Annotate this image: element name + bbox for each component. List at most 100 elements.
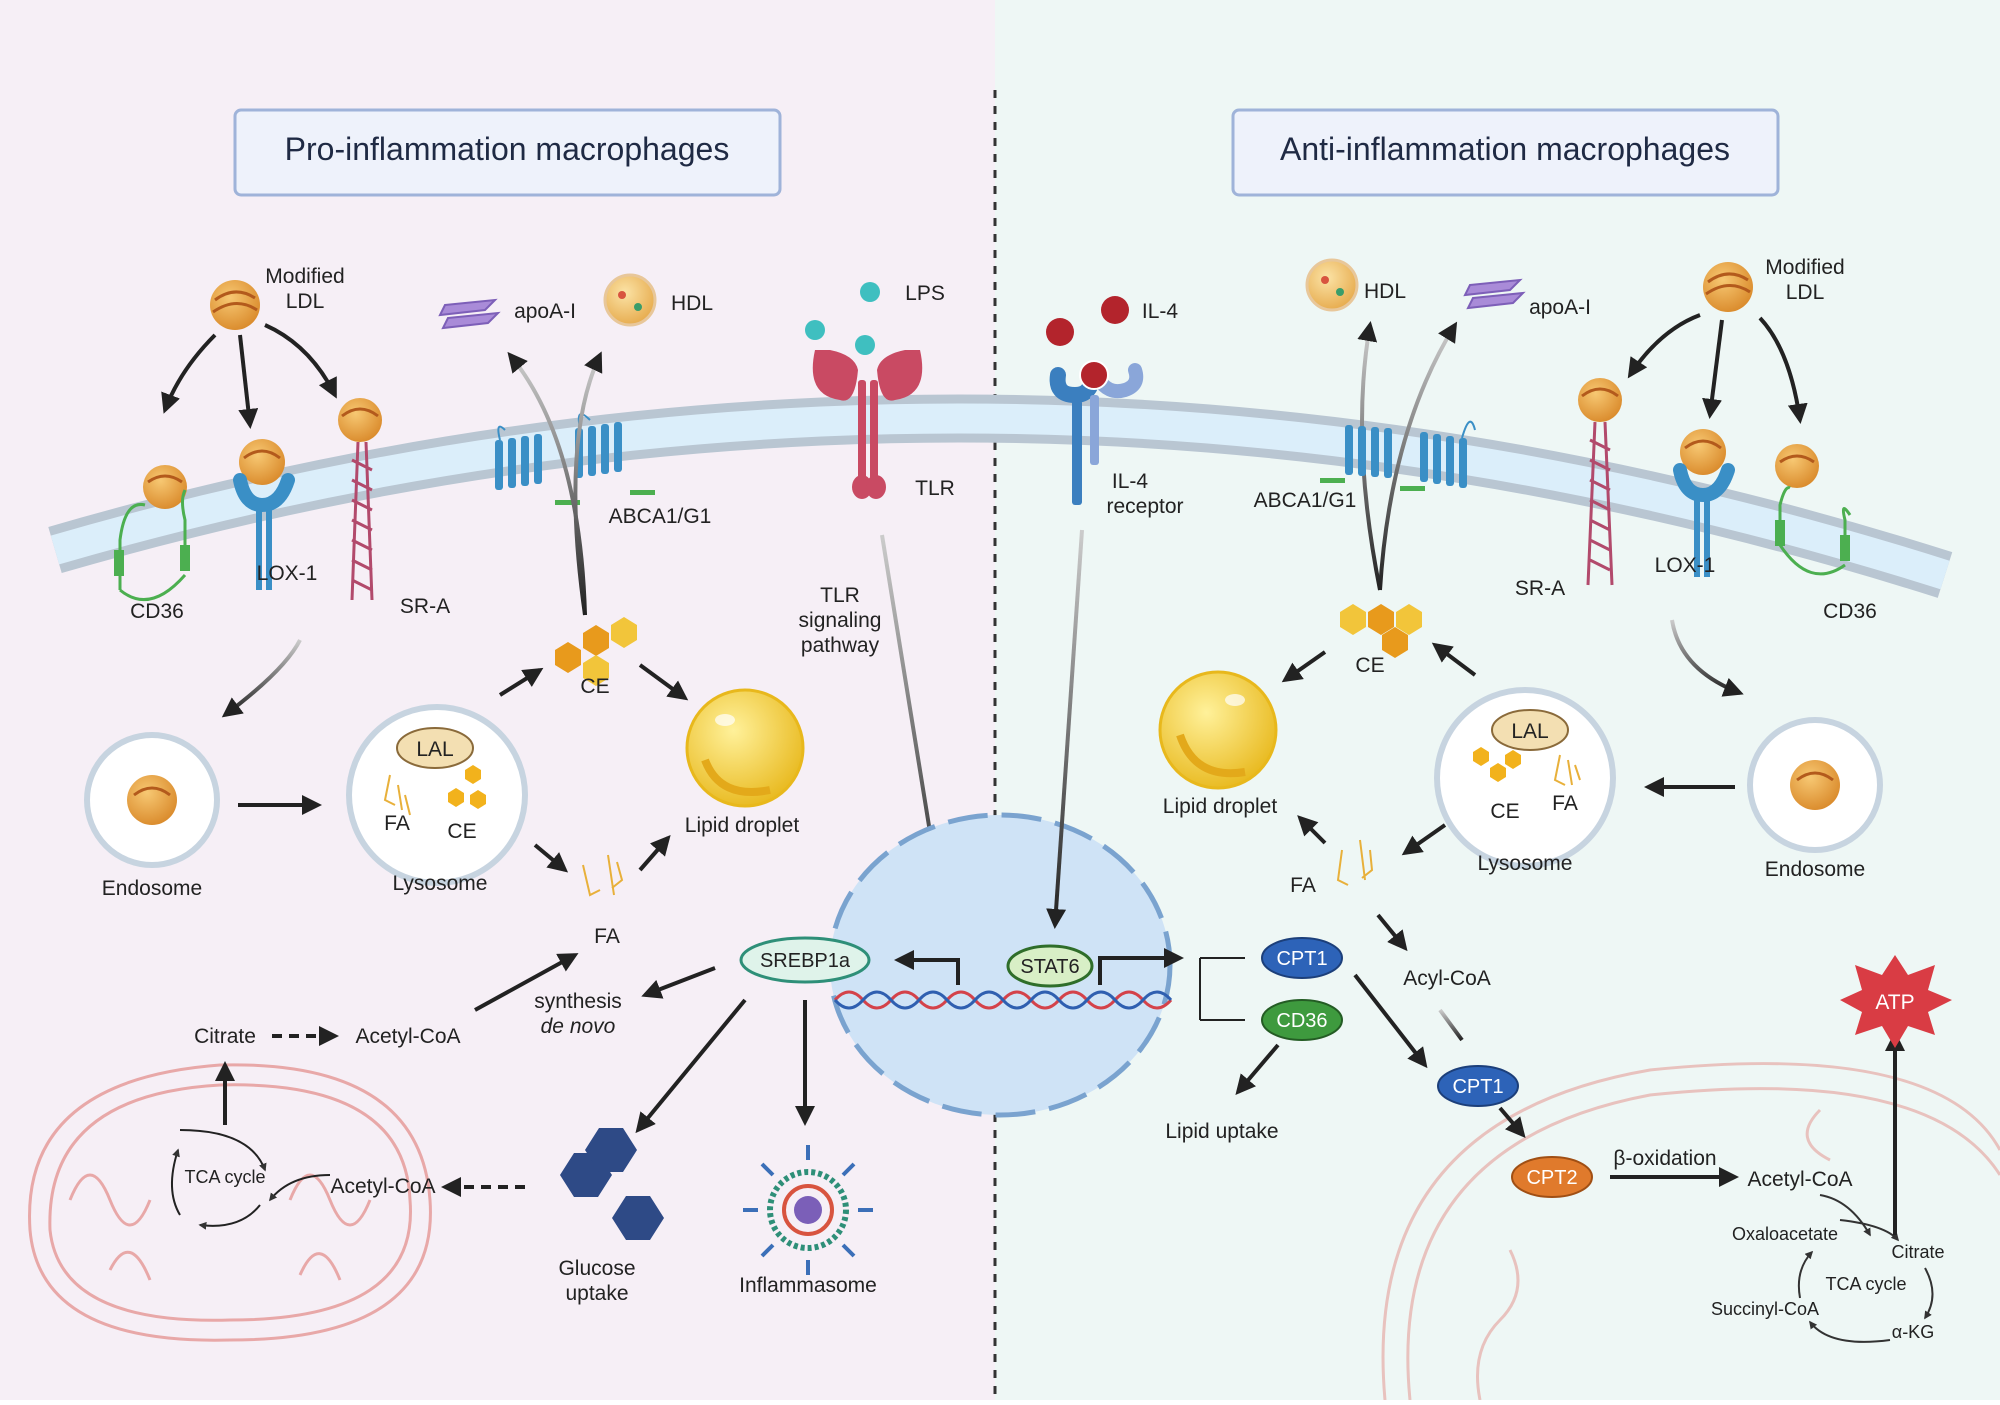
apoai-left-icon bbox=[438, 298, 501, 330]
sra-receptor-right-icon bbox=[1578, 378, 1622, 586]
mitochondrion-left-icon bbox=[28, 1063, 432, 1342]
arrow-acetylcoa-into-tca bbox=[268, 1174, 331, 1202]
lox1-receptor-right-icon bbox=[1673, 429, 1735, 577]
arrow-cpt1-to-cpt2 bbox=[1498, 1106, 1526, 1139]
endosome-right-label: Endosome bbox=[1765, 858, 1865, 881]
arrow-acylcoa-to-cpt1 bbox=[1438, 1008, 1464, 1042]
cpt1-pill-label: CPT1 bbox=[1276, 948, 1327, 970]
lipid-droplet-left-label: Lipid droplet bbox=[685, 814, 800, 837]
arrow-cpt1-to-mito-cpt1 bbox=[1353, 973, 1428, 1069]
cpt1-pill bbox=[1261, 937, 1343, 979]
arrow-receptor-to-endosome-right bbox=[1670, 619, 1744, 697]
abca-right-label: ABCA1/G1 bbox=[1254, 489, 1357, 512]
ce-right-label: CE bbox=[1355, 654, 1384, 677]
tlr-pathway-label-3: pathway bbox=[801, 634, 880, 657]
sra-receptor-left-icon bbox=[338, 398, 382, 601]
cpt1-mito-label: CPT1 bbox=[1452, 1076, 1503, 1098]
sra-right-label: SR-A bbox=[1515, 577, 1565, 600]
hdl-right-icon bbox=[1305, 258, 1359, 312]
arrow-ce-to-hdl-left bbox=[573, 351, 603, 616]
abca-left-label: ABCA1/G1 bbox=[609, 505, 712, 528]
cpt1-mito-pill bbox=[1437, 1065, 1519, 1107]
arrow-cd36-to-lipid-uptake bbox=[1235, 1043, 1280, 1096]
ce-left-icon bbox=[555, 617, 637, 686]
inflammasome-icon bbox=[743, 1145, 873, 1275]
sra-left-label: SR-A bbox=[400, 595, 450, 618]
fa-left-icon bbox=[582, 854, 624, 897]
synthesis-label-1: synthesis bbox=[534, 990, 622, 1013]
arrow-dna-to-right bbox=[1098, 948, 1184, 985]
modified-ldl-left-icon bbox=[210, 280, 260, 330]
ce-lysosome-left-label: CE bbox=[447, 820, 476, 843]
arrow-ce-to-droplet-left bbox=[638, 663, 689, 701]
lipid-droplet-right-label: Lipid droplet bbox=[1163, 795, 1278, 818]
srebp1a-label: SREBP1a bbox=[760, 950, 851, 972]
arrow-ldl-to-sra-right bbox=[1627, 313, 1701, 379]
arrow-fa-to-acylcoa bbox=[1376, 913, 1408, 952]
cd36-receptor-right-icon bbox=[1775, 444, 1852, 576]
beta-oxidation-label: β-oxidation bbox=[1613, 1147, 1716, 1170]
arrow-fa-to-droplet-left bbox=[638, 834, 671, 872]
glucose-icon bbox=[560, 1128, 664, 1240]
arrow-ldl-to-cd36-right bbox=[1758, 316, 1808, 424]
tlr-pathway-label-2: signaling bbox=[799, 609, 882, 632]
lysosome-left-icon bbox=[346, 704, 528, 886]
lipid-uptake-label: Lipid uptake bbox=[1165, 1120, 1278, 1143]
tca-cycle-left-icon bbox=[170, 1129, 267, 1230]
acyl-coa-label: Acyl-CoA bbox=[1403, 967, 1491, 990]
oxaloacetate-label: Oxaloacetate bbox=[1732, 1224, 1838, 1244]
acetyl-coa-right-label: Acetyl-CoA bbox=[1747, 1168, 1852, 1191]
fa-right-label: FA bbox=[1290, 874, 1316, 897]
tca-cycle-right-arrows bbox=[1797, 1219, 1934, 1343]
il4-receptor-label-1: IL-4 bbox=[1112, 470, 1149, 493]
arrow-lysosome-to-ce-right bbox=[1431, 642, 1477, 677]
arrow-lysosome-to-fa-right bbox=[1401, 823, 1447, 856]
atp-icon bbox=[1840, 955, 1952, 1048]
arrow-ldl-to-cd36-left bbox=[161, 333, 217, 414]
lysosome-right-icon bbox=[1434, 687, 1616, 869]
acetylcoa-left-label-1: Acetyl-CoA bbox=[355, 1025, 460, 1048]
ce-right-icon bbox=[1340, 604, 1422, 658]
nucleus bbox=[827, 812, 1173, 1118]
lysosome-left-label: Lysosome bbox=[393, 872, 488, 895]
lipid-droplet-right-icon bbox=[1158, 670, 1278, 790]
cd36-pill bbox=[1261, 999, 1343, 1041]
stat6-label: STAT6 bbox=[1020, 956, 1079, 978]
arrow-ldl-to-lox1-left bbox=[238, 334, 259, 429]
glucose-label-2: uptake bbox=[565, 1282, 628, 1305]
il4-icon bbox=[1046, 296, 1129, 346]
ce-lysosome-right-label: CE bbox=[1490, 800, 1519, 823]
left-title: Pro-inflammation macrophages bbox=[285, 131, 730, 167]
tca-cycle-left-label: TCA cycle bbox=[184, 1167, 265, 1187]
cpt2-label: CPT2 bbox=[1526, 1167, 1577, 1189]
tlr-label: TLR bbox=[915, 477, 955, 500]
arrow-ce-to-apoai-right bbox=[1378, 321, 1458, 591]
glucose-label-1: Glucose bbox=[558, 1257, 635, 1280]
il4-receptor-icon bbox=[1049, 360, 1144, 505]
fa-right-icon bbox=[1336, 839, 1374, 886]
lps-icon bbox=[805, 282, 880, 355]
fa-lysosome-left-label: FA bbox=[384, 812, 410, 835]
lipid-droplet-left-icon bbox=[685, 688, 805, 808]
lal-left-label: LAL bbox=[416, 738, 453, 761]
modified-ldl-right-icon bbox=[1703, 262, 1753, 312]
ce-left-label: CE bbox=[580, 675, 609, 698]
arrow-ce-to-droplet-right bbox=[1281, 650, 1327, 683]
citrate-left-label: Citrate bbox=[194, 1025, 256, 1048]
arrow-il4r-signaling bbox=[1046, 529, 1084, 929]
lps-label: LPS bbox=[905, 282, 945, 305]
arrow-ldl-to-sra-left bbox=[264, 323, 337, 399]
apoai-left-label: apoA-I bbox=[514, 300, 576, 323]
lysosome-right-label: Lysosome bbox=[1478, 852, 1573, 875]
tca-cycle-right-label: TCA cycle bbox=[1825, 1274, 1906, 1294]
cd36-right-label: CD36 bbox=[1823, 600, 1877, 623]
succinyl-coa-label: Succinyl-CoA bbox=[1711, 1299, 1819, 1319]
fa-lysosome-right-label: FA bbox=[1552, 792, 1578, 815]
arrow-lysosome-to-ce-left bbox=[498, 667, 544, 697]
abca-transporter-right-icon bbox=[1320, 420, 1476, 491]
right-title: Anti-inflammation macrophages bbox=[1280, 131, 1730, 167]
arrow-receptor-to-endosome-left bbox=[221, 639, 302, 718]
arrow-dna-to-srebp bbox=[894, 950, 960, 985]
modified-ldl-right-label-2: LDL bbox=[1786, 281, 1825, 304]
